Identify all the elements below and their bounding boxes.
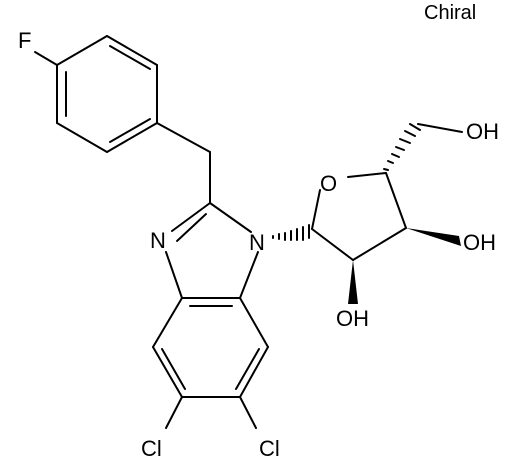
hashed-bond-n1-c1	[272, 224, 310, 241]
bond	[152, 297, 183, 348]
ribose-ring	[311, 172, 407, 261]
atom-f: F	[18, 28, 31, 53]
hash	[395, 146, 405, 151]
bond	[239, 346, 269, 398]
bond	[109, 118, 151, 143]
bond	[235, 348, 260, 390]
bond	[109, 45, 151, 70]
bond	[34, 51, 58, 66]
bond	[171, 202, 211, 232]
wedge-bond-c3-o3	[406, 228, 461, 246]
hashed-bond-c4-c5	[383, 123, 421, 171]
imidazole-ring	[165, 202, 259, 299]
atom-cl5: Cl	[141, 436, 162, 461]
bond	[165, 396, 183, 429]
hash	[404, 130, 416, 137]
atom-o2-oh: OH	[336, 306, 369, 331]
bond	[347, 172, 387, 178]
dichlorobenzene-ring	[152, 297, 269, 398]
hash	[383, 168, 389, 171]
bond	[161, 348, 186, 390]
bond	[209, 202, 252, 233]
atom-o3-oh: OH	[463, 230, 496, 255]
fluorophenyl-ring	[56, 35, 158, 153]
bond	[165, 251, 183, 299]
bond	[385, 172, 407, 229]
hash	[409, 123, 421, 131]
bond	[239, 396, 257, 429]
bond	[417, 123, 463, 133]
bond	[106, 35, 158, 66]
bond	[176, 213, 207, 242]
bond	[106, 122, 158, 153]
bond	[156, 122, 211, 153]
hash	[399, 138, 411, 144]
bond	[56, 122, 108, 153]
bond	[56, 35, 108, 66]
bond	[311, 228, 354, 261]
bond	[239, 297, 269, 348]
atom-n3: N	[150, 228, 166, 253]
wedge-bond-c2-o2	[348, 260, 358, 304]
bond	[152, 346, 183, 398]
bond	[239, 251, 259, 299]
bond	[311, 189, 321, 230]
atom-o5-oh: OH	[466, 119, 499, 144]
hash	[391, 153, 400, 158]
atom-cl6: Cl	[259, 436, 280, 461]
hash	[387, 160, 394, 164]
chiral-flag: Chiral	[424, 2, 476, 24]
bond	[352, 227, 407, 261]
atom-n1: N	[249, 230, 265, 255]
atom-o-ring: O	[320, 171, 337, 196]
